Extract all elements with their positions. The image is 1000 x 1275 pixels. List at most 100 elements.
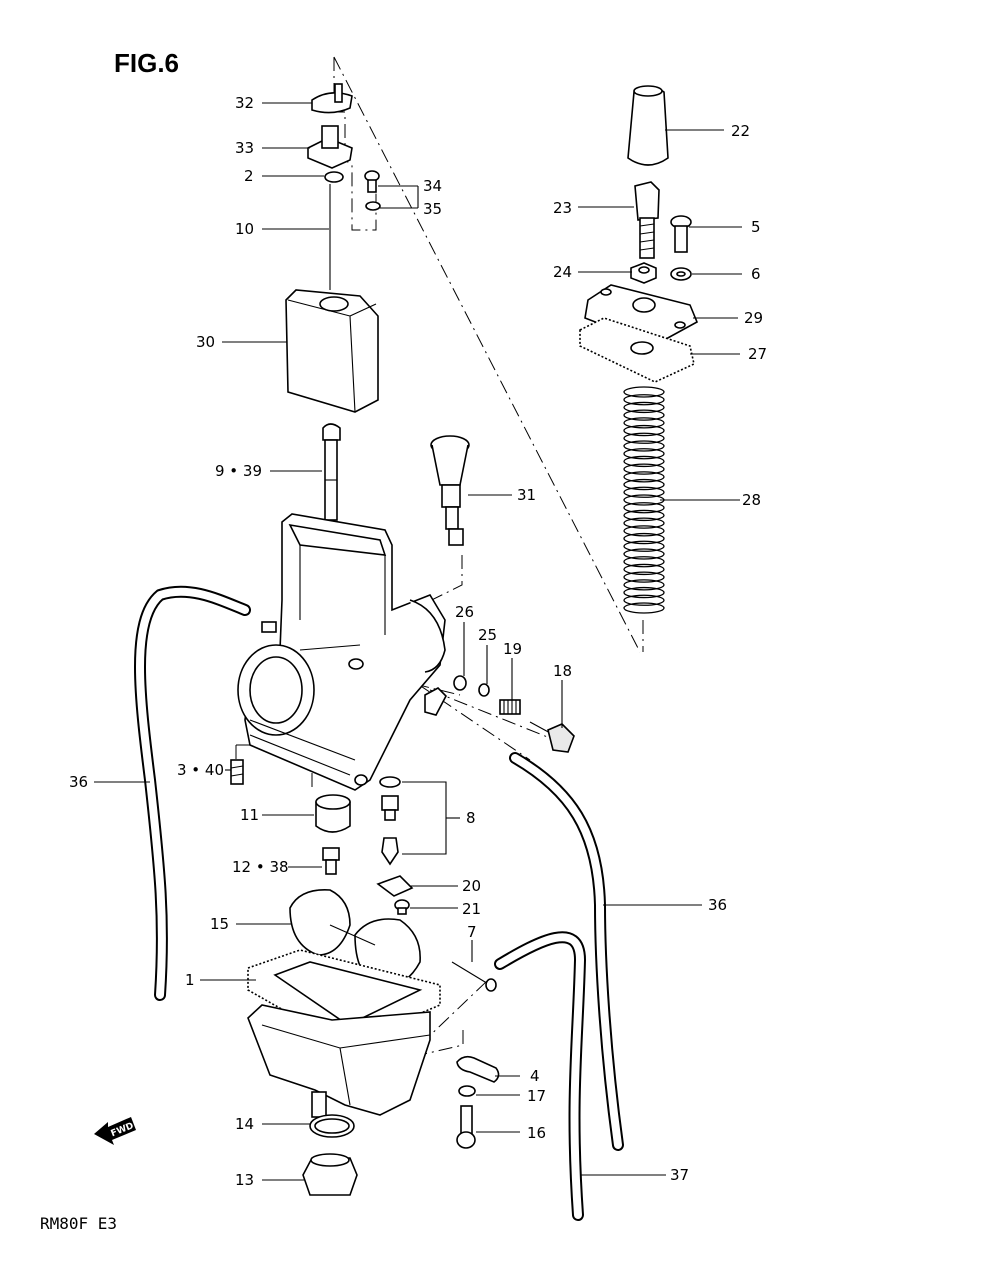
callout-25: 25 bbox=[478, 626, 497, 644]
callout-20: 20 bbox=[462, 877, 481, 895]
spring-coil bbox=[623, 455, 665, 468]
spring-coil bbox=[623, 440, 665, 452]
callout-9-39: 9 • 39 bbox=[215, 462, 262, 480]
callout-36-right: 36 bbox=[708, 896, 727, 914]
fwd-label: FWD bbox=[110, 1121, 136, 1139]
callout-2: 2 bbox=[244, 167, 254, 185]
callout-labels: 32 33 2 10 30 9 • 39 31 34 35 22 23 5 24… bbox=[69, 94, 767, 1189]
part-16-screw bbox=[456, 1105, 476, 1149]
callout-35: 35 bbox=[423, 200, 442, 218]
callout-17: 17 bbox=[527, 1087, 546, 1105]
spring-coil bbox=[623, 394, 665, 406]
float-chamber bbox=[247, 1004, 431, 1118]
spring-coil bbox=[623, 586, 665, 599]
part-2-clip bbox=[324, 171, 344, 183]
part-7-float-pin bbox=[451, 961, 497, 992]
spring-coil bbox=[623, 556, 665, 568]
callout-4: 4 bbox=[530, 1067, 540, 1085]
callout-15: 15 bbox=[210, 915, 229, 933]
callout-5: 5 bbox=[751, 218, 761, 236]
callout-11: 11 bbox=[240, 806, 259, 824]
spring-coil bbox=[623, 409, 665, 421]
callout-34: 34 bbox=[423, 177, 442, 195]
spring-coil bbox=[623, 502, 665, 514]
callout-27: 27 bbox=[748, 345, 767, 363]
part-37-overflow-hose bbox=[494, 931, 587, 1221]
callout-33: 33 bbox=[235, 139, 254, 157]
spring-coil bbox=[623, 548, 665, 560]
part-17-lock-washer bbox=[458, 1085, 476, 1097]
model-code: RM80F E3 bbox=[40, 1214, 117, 1233]
spring-coil bbox=[623, 471, 665, 483]
figure-title: FIG.6 bbox=[114, 48, 179, 78]
fwd-arrow-icon: FWD bbox=[94, 1117, 136, 1145]
part-23-cable-adjuster bbox=[634, 181, 660, 259]
callout-23: 23 bbox=[553, 199, 572, 217]
part-27-gasket bbox=[579, 317, 695, 383]
part-22-cable-cap bbox=[627, 85, 669, 166]
part-3-40-pilot-jet bbox=[230, 759, 244, 785]
spring-coil bbox=[623, 571, 665, 583]
callout-31: 31 bbox=[517, 486, 536, 504]
part-12-38-main-jet bbox=[322, 847, 340, 875]
part-31-starter-plunger bbox=[430, 435, 470, 546]
part-29-top-cover bbox=[584, 284, 699, 346]
spring-coil bbox=[623, 532, 665, 545]
spring-coil bbox=[623, 594, 665, 606]
spring-coil bbox=[623, 478, 665, 491]
callout-14: 14 bbox=[235, 1115, 254, 1133]
part-32-needle-retainer bbox=[311, 83, 353, 114]
part-36-vent-hose-left bbox=[134, 585, 251, 1001]
callout-13: 13 bbox=[235, 1171, 254, 1189]
callout-10: 10 bbox=[235, 220, 254, 238]
part-6-lock-washer bbox=[670, 267, 692, 281]
callout-3-40: 3 • 40 bbox=[177, 761, 224, 779]
spring-coil bbox=[623, 424, 665, 437]
spring-coil bbox=[623, 602, 665, 614]
part-9-39-needle-jet bbox=[322, 423, 341, 521]
part-28-throttle-spring bbox=[623, 386, 665, 614]
part-8-needle-valve-set bbox=[379, 776, 401, 866]
part-14-o-ring bbox=[309, 1114, 355, 1138]
callout-18: 18 bbox=[553, 662, 572, 680]
callout-22: 22 bbox=[731, 122, 750, 140]
part-21-screw bbox=[394, 899, 410, 915]
part-5-screw bbox=[670, 215, 692, 253]
part-36-vent-hose-right bbox=[509, 752, 624, 1151]
callout-30: 30 bbox=[196, 333, 215, 351]
spring-coil bbox=[623, 563, 665, 576]
callout-37: 37 bbox=[670, 1166, 689, 1184]
callout-16: 16 bbox=[527, 1124, 546, 1142]
part-19-spring bbox=[499, 699, 521, 715]
callout-36-left: 36 bbox=[69, 773, 88, 791]
part-26-o-ring bbox=[453, 675, 467, 691]
callout-28: 28 bbox=[742, 491, 761, 509]
spring-coil bbox=[623, 509, 665, 522]
part-34-screw bbox=[364, 170, 380, 193]
callout-32: 32 bbox=[235, 94, 254, 112]
callout-6: 6 bbox=[751, 265, 761, 283]
spring-coil bbox=[623, 525, 665, 537]
callout-8: 8 bbox=[466, 809, 476, 827]
callout-1: 1 bbox=[185, 971, 195, 989]
spring-coil bbox=[623, 448, 665, 460]
callout-24: 24 bbox=[553, 263, 572, 281]
spring-coil bbox=[623, 540, 665, 552]
part-13-drain-plug bbox=[302, 1153, 358, 1196]
spring-coil bbox=[623, 401, 665, 414]
part-20-plate bbox=[376, 875, 414, 897]
spring-coil bbox=[623, 386, 665, 398]
callout-26: 26 bbox=[455, 603, 474, 621]
callout-12-38: 12 • 38 bbox=[232, 858, 289, 876]
carburetor-body bbox=[237, 513, 447, 791]
callout-7: 7 bbox=[467, 923, 477, 941]
part-30-throttle-valve bbox=[285, 289, 379, 413]
spring-coil bbox=[623, 579, 665, 591]
spring-coil bbox=[623, 463, 665, 475]
spring-coil bbox=[623, 417, 665, 429]
callout-21: 21 bbox=[462, 900, 481, 918]
part-4-plate bbox=[456, 1055, 500, 1083]
spring-coil bbox=[623, 486, 665, 498]
